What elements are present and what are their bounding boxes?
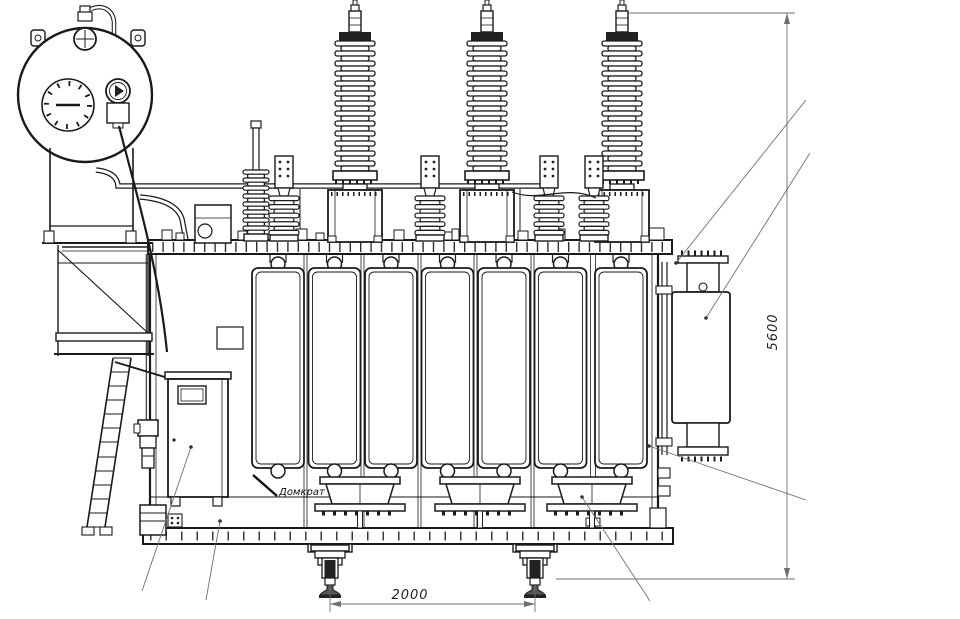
tap-changer bbox=[655, 250, 731, 462]
height-dimension-text: 5600 bbox=[766, 313, 781, 350]
jack-label: Домкрат bbox=[278, 487, 326, 498]
jack-callout: Домкрат bbox=[252, 474, 326, 498]
wheel-spacing-dimension-text: 2000 bbox=[391, 588, 428, 603]
hv-bushing-1 bbox=[328, 0, 382, 242]
control-cabinet bbox=[164, 371, 232, 507]
main-tank bbox=[139, 254, 674, 553]
nameplate bbox=[216, 326, 244, 350]
drain-valve bbox=[133, 419, 159, 469]
cabinet-window bbox=[177, 385, 207, 405]
buchholz-relay bbox=[194, 204, 232, 244]
hv-bushing-2 bbox=[460, 0, 514, 242]
dimension-height: 5600 bbox=[556, 12, 795, 580]
oil-indicator bbox=[105, 78, 131, 129]
jumper-wire bbox=[511, 191, 597, 199]
oil-level-gauge bbox=[41, 78, 95, 132]
dimension-wheel-spacing: 2000 bbox=[329, 584, 536, 612]
carriage-wheels bbox=[310, 544, 555, 599]
gauge-capillary bbox=[117, 125, 169, 353]
thermometer-dial bbox=[197, 223, 213, 239]
access-ladder bbox=[81, 357, 132, 536]
lv-bushings bbox=[268, 155, 610, 242]
conservator-support bbox=[42, 148, 169, 379]
radiator-bank bbox=[251, 247, 648, 479]
conservator-tank bbox=[16, 4, 169, 353]
callout-leaders bbox=[141, 99, 811, 602]
neutral-bushing bbox=[242, 120, 270, 242]
